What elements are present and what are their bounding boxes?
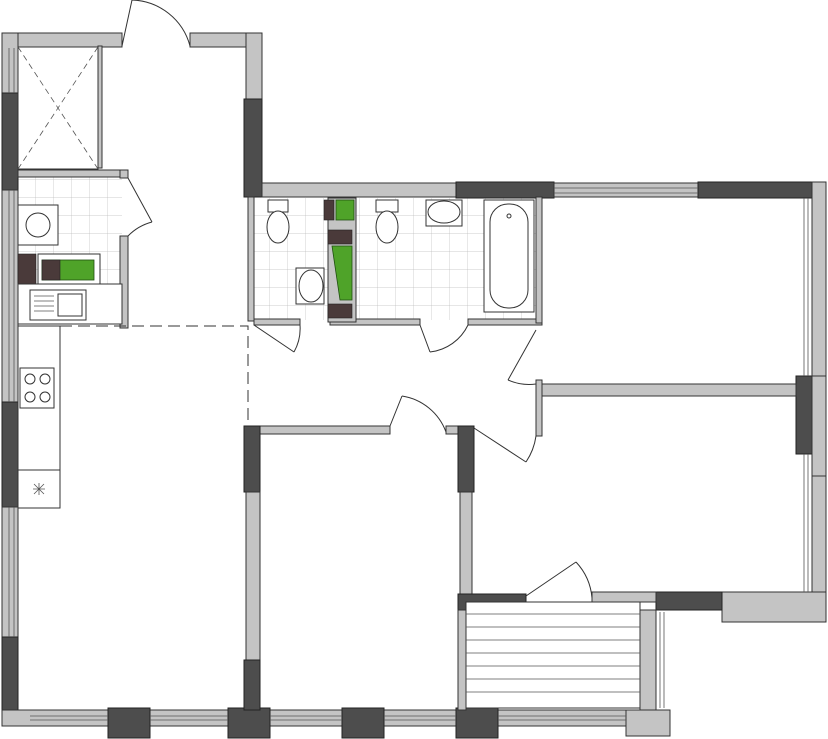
sink-icon bbox=[295, 267, 325, 305]
door-swing-icon bbox=[127, 177, 153, 237]
door-swing-icon bbox=[419, 324, 469, 353]
door-swing-icon bbox=[507, 329, 537, 385]
door-swing-icon bbox=[121, 0, 191, 47]
toilet-icon bbox=[375, 199, 399, 244]
balcony bbox=[465, 601, 641, 709]
bathtub-icon bbox=[483, 199, 535, 313]
kitchen bbox=[17, 204, 123, 509]
zone-boundary bbox=[60, 325, 249, 426]
sink-icon bbox=[29, 289, 87, 321]
green-fixture-bathroom bbox=[323, 199, 355, 319]
door-swing-icon bbox=[253, 324, 301, 353]
doors bbox=[121, 0, 593, 599]
sink-icon bbox=[425, 199, 463, 227]
exterior-walls bbox=[1, 32, 827, 739]
door-swing-icon bbox=[525, 561, 593, 599]
ventilation-shaft bbox=[17, 46, 99, 170]
windows bbox=[8, 48, 809, 721]
exhaust-fan-icon bbox=[17, 469, 61, 509]
stove-icon bbox=[19, 367, 55, 409]
washing-machine-icon bbox=[25, 212, 51, 238]
toilet-icon bbox=[266, 199, 290, 244]
interior-walls bbox=[17, 45, 797, 711]
door-swing-icon bbox=[389, 395, 447, 433]
green-fixture-kitchen bbox=[41, 259, 95, 281]
bathroom bbox=[266, 199, 535, 319]
door-swing-icon bbox=[473, 427, 537, 463]
